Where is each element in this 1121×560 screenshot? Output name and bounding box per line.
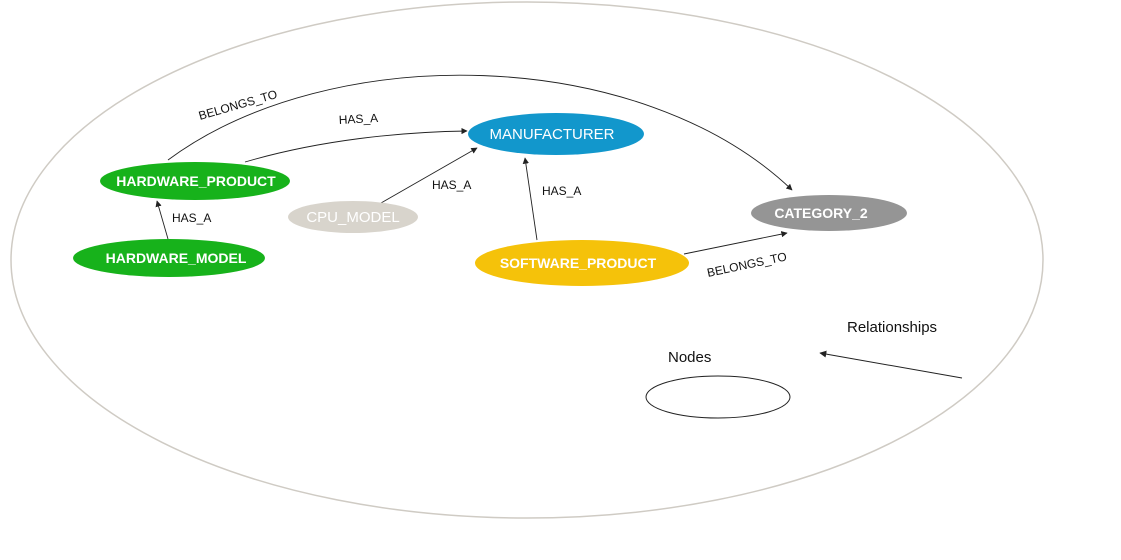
node-hardware-model[interactable]: HARDWARE_MODEL: [73, 239, 265, 277]
edge-label-hardware-has-a: HAS_A: [338, 111, 378, 127]
legend-relationship-arrow: [819, 350, 963, 379]
edge-hardware-belongs-to-category[interactable]: [167, 74, 793, 191]
node-shape: [751, 195, 907, 231]
node-label-hardware-model: HARDWARE_MODEL: [106, 250, 247, 266]
legend: Nodes Relationships: [645, 319, 963, 419]
edge-label-software-has-a: HAS_A: [542, 184, 581, 198]
legend-relationships-label: Relationships: [847, 319, 937, 336]
node-shape: [475, 240, 689, 286]
node-hardware-product[interactable]: HARDWARE_PRODUCT: [100, 162, 290, 200]
edge-label-hardware-belongs-to: BELONGS_TO: [197, 87, 279, 123]
edge-cpu-has-manufacturer[interactable]: [380, 147, 478, 204]
nodes: HARDWARE_PRODUCT HARDWARE_MODEL CPU_MODE…: [73, 113, 907, 286]
edge-label-software-belongs-to: BELONGS_TO: [706, 249, 788, 280]
node-software-product[interactable]: SOFTWARE_PRODUCT: [475, 240, 689, 286]
edge-label-model-has-a: HAS_A: [172, 211, 211, 225]
node-shape: [73, 239, 265, 277]
edge-model-has-hardware[interactable]: [155, 200, 169, 240]
graph-boundary: [10, 1, 1044, 519]
node-label-software-product: SOFTWARE_PRODUCT: [500, 255, 657, 271]
edge-software-has-manufacturer[interactable]: [522, 157, 538, 241]
node-label-manufacturer: MANUFACTURER: [489, 126, 614, 143]
node-shape: [468, 113, 644, 155]
legend-node-ellipse: [645, 375, 791, 419]
node-shape: [288, 201, 418, 233]
edge-label-cpu-has-a: HAS_A: [432, 178, 471, 192]
node-category-2[interactable]: CATEGORY_2: [751, 195, 907, 231]
legend-nodes-label: Nodes: [668, 349, 711, 366]
node-label-category-2: CATEGORY_2: [774, 205, 868, 221]
node-label-cpu-model: CPU_MODEL: [306, 209, 399, 226]
node-shape: [100, 162, 290, 200]
node-label-hardware-product: HARDWARE_PRODUCT: [116, 173, 276, 189]
node-manufacturer[interactable]: MANUFACTURER: [468, 113, 644, 155]
edge-software-belongs-to-category[interactable]: [683, 231, 788, 255]
edge-hardware-has-manufacturer[interactable]: [244, 127, 468, 163]
node-cpu-model[interactable]: CPU_MODEL: [288, 201, 418, 233]
